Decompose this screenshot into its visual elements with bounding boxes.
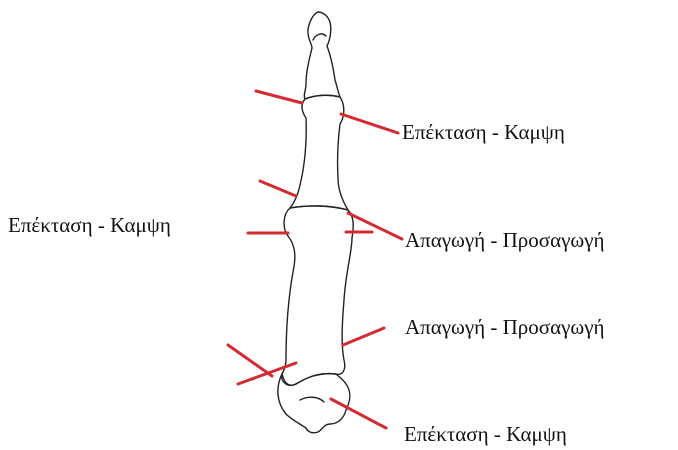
axis-line-pip-right-upper — [348, 213, 402, 239]
label-pip-abduction-adduction: Απαγωγή - Προσαγωγή — [405, 230, 604, 251]
metacarpal-detail — [300, 397, 324, 402]
distal-phalanx — [304, 12, 340, 99]
distal-tuft — [313, 34, 326, 40]
axis-line-mcp-left-upper — [228, 345, 272, 376]
axis-line-pip-left — [260, 181, 296, 196]
axis-line-distal-left — [256, 91, 302, 103]
label-pip-extension-flexion: Επέκταση - Καμψη — [8, 215, 171, 236]
axis-line-distal-right — [341, 114, 398, 133]
label-base-extension-flexion: Επέκταση - Καμψη — [404, 424, 567, 445]
axis-line-shaft-right — [343, 328, 384, 345]
middle-phalanx — [290, 95, 348, 210]
proximal-phalanx — [282, 206, 354, 385]
axis-line-base-right — [331, 399, 386, 428]
label-shaft-abduction-adduction: Απαγωγή - Προσαγωγή — [405, 317, 604, 338]
axis-line-mcp-left-lower — [238, 363, 296, 384]
label-distal-extension-flexion: Επέκταση - Καμψη — [402, 122, 565, 143]
